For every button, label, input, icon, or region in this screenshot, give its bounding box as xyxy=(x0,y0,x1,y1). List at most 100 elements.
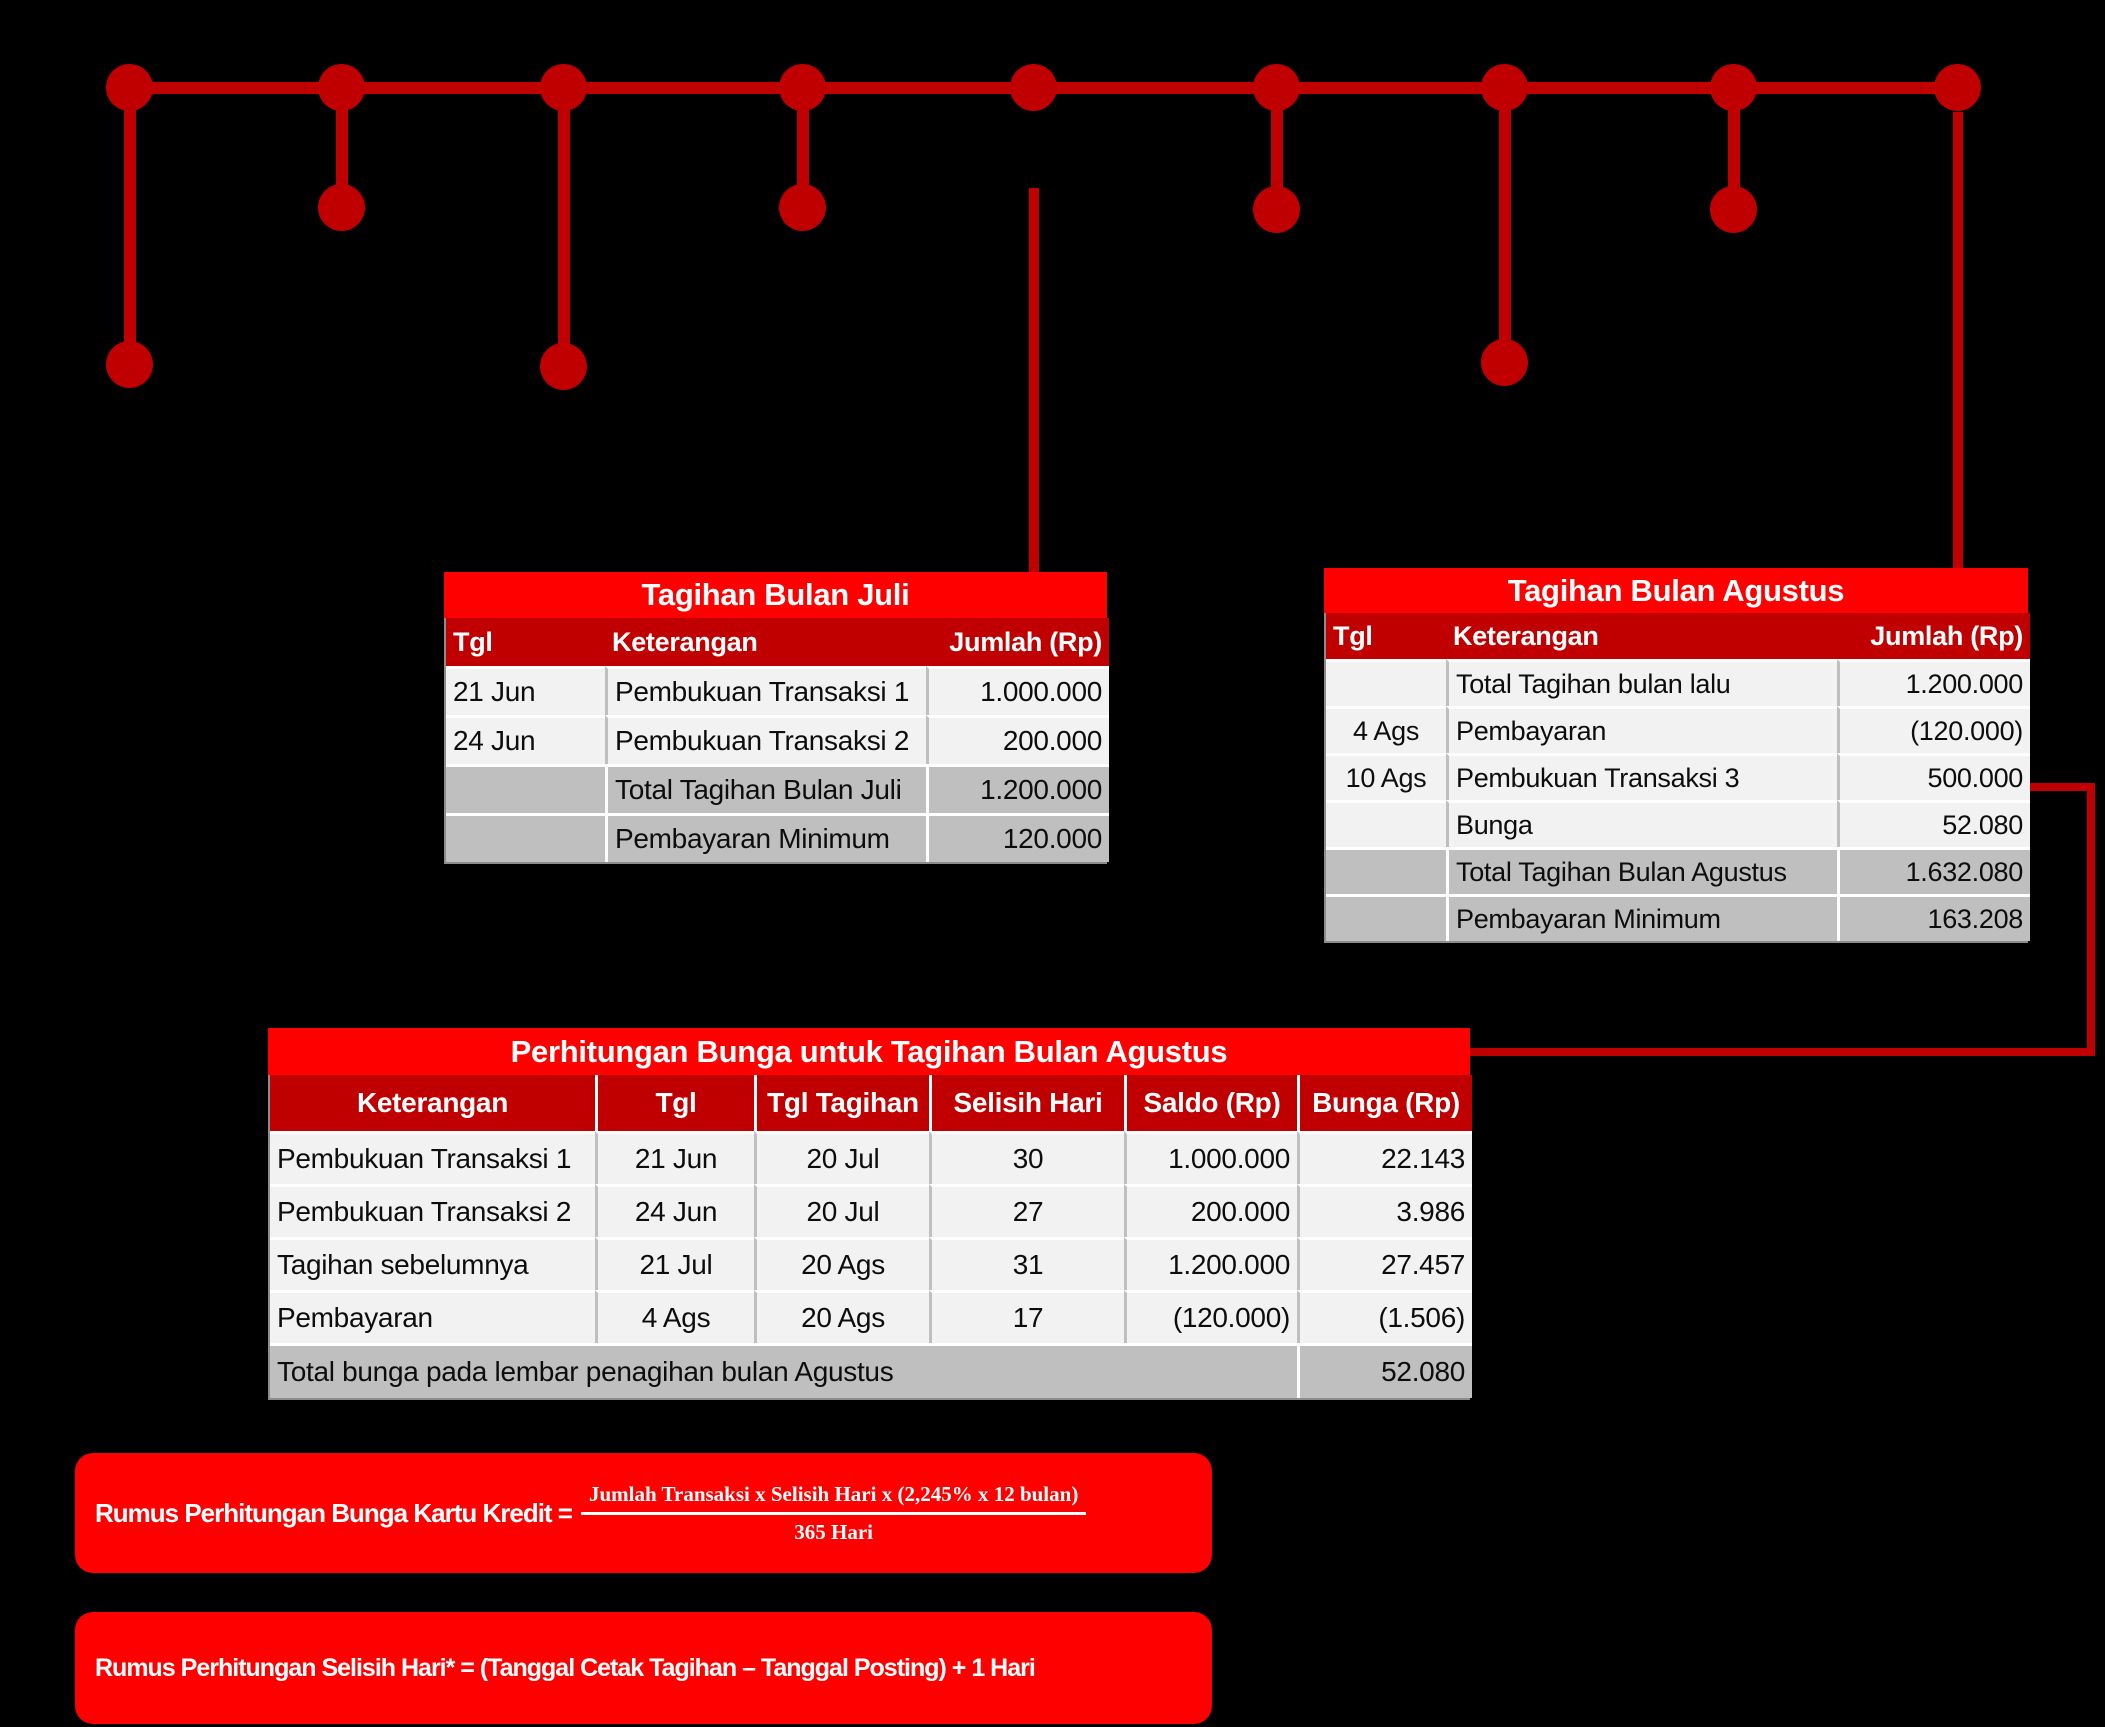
column-header: Tgl xyxy=(595,1075,754,1131)
timeline-stem-line xyxy=(336,88,348,208)
table-cell: 3.986 xyxy=(1297,1184,1472,1237)
timeline-stem-line xyxy=(124,88,136,365)
table-cell: Total Tagihan Bulan Juli xyxy=(605,764,926,813)
perhitungan-table-title: Perhitungan Bunga untuk Tagihan Bulan Ag… xyxy=(268,1028,1470,1075)
column-header: Tgl Tagihan xyxy=(754,1075,929,1131)
table-cell xyxy=(1326,847,1446,894)
table-cell: 20 Ags xyxy=(754,1237,929,1290)
table-cell: 21 Jun xyxy=(446,666,605,715)
timeline-drop-line xyxy=(1953,112,1963,570)
timeline-subnode-dot xyxy=(1253,186,1300,233)
column-header: Keterangan xyxy=(270,1075,595,1131)
timeline-subnode-dot xyxy=(106,341,153,388)
timeline-stem-line xyxy=(1728,88,1740,210)
table-cell: 1.632.080 xyxy=(1837,847,2030,894)
timeline-subnode-dot xyxy=(779,184,826,231)
table-cell: 27.457 xyxy=(1297,1237,1472,1290)
timeline-node-dot xyxy=(1010,64,1057,111)
connector-segment-horizontal xyxy=(2028,783,2095,791)
table-cell: (120.000) xyxy=(1837,706,2030,753)
table-cell: Pembukuan Transaksi 1 xyxy=(270,1131,595,1184)
timeline-stem-line xyxy=(558,88,570,367)
table-cell: 4 Ags xyxy=(595,1290,754,1343)
column-header: Jumlah (Rp) xyxy=(1837,613,2030,659)
table-cell xyxy=(1326,894,1446,941)
total-row-label: Total bunga pada lembar penagihan bulan … xyxy=(270,1343,1297,1398)
timeline-node-dot xyxy=(106,64,153,111)
table-cell: 20 Jul xyxy=(754,1184,929,1237)
table-cell: 27 xyxy=(929,1184,1124,1237)
column-header: Tgl xyxy=(1326,613,1446,659)
table-cell: 24 Jun xyxy=(446,715,605,764)
table-cell: 31 xyxy=(929,1237,1124,1290)
table-cell: Pembukuan Transaksi 1 xyxy=(605,666,926,715)
table-cell: Pembayaran Minimum xyxy=(1446,894,1837,941)
table-cell: 500.000 xyxy=(1837,753,2030,800)
timeline-node-dot xyxy=(1481,64,1528,111)
table-cell: 1.200.000 xyxy=(1837,659,2030,706)
table-cell xyxy=(1326,659,1446,706)
table-cell: 10 Ags xyxy=(1326,753,1446,800)
table-cell: 17 xyxy=(929,1290,1124,1343)
column-header: Bunga (Rp) xyxy=(1297,1075,1472,1131)
table-cell: Pembukuan Transaksi 3 xyxy=(1446,753,1837,800)
table-cell: Pembukuan Transaksi 2 xyxy=(270,1184,595,1237)
timeline-node-dot xyxy=(540,64,587,111)
column-header: Keterangan xyxy=(605,618,926,666)
table-cell: 1.000.000 xyxy=(1124,1131,1297,1184)
table-cell xyxy=(446,813,605,862)
connector-segment-vertical xyxy=(2087,783,2095,1056)
column-header: Keterangan xyxy=(1446,613,1837,659)
total-row-value: 52.080 xyxy=(1297,1343,1472,1398)
table-cell: 120.000 xyxy=(926,813,1109,862)
timeline-subnode-dot xyxy=(540,343,587,390)
interest-formula-fraction: Jumlah Transaksi x Selisih Hari x (2,245… xyxy=(581,1482,1087,1545)
table-cell: (1.506) xyxy=(1297,1290,1472,1343)
perhitungan-table: Perhitungan Bunga untuk Tagihan Bulan Ag… xyxy=(268,1028,1472,1400)
table-cell: 24 Jun xyxy=(595,1184,754,1237)
timeline-subnode-dot xyxy=(1710,186,1757,233)
table-cell: Total Tagihan Bulan Agustus xyxy=(1446,847,1837,894)
day-difference-formula-box: Rumus Perhitungan Selisih Hari* = (Tangg… xyxy=(75,1612,1212,1724)
table-cell: 20 Ags xyxy=(754,1290,929,1343)
interest-formula-denominator: 365 Hari xyxy=(794,1519,874,1544)
table-cell: 21 Jun xyxy=(595,1131,754,1184)
table-cell: 163.208 xyxy=(1837,894,2030,941)
column-header: Jumlah (Rp) xyxy=(926,618,1109,666)
table-cell: (120.000) xyxy=(1124,1290,1297,1343)
timeline-stem-line xyxy=(1271,88,1283,210)
table-cell: Pembayaran xyxy=(270,1290,595,1343)
table-cell: 200.000 xyxy=(1124,1184,1297,1237)
table-cell: 20 Jul xyxy=(754,1131,929,1184)
timeline-node-dot xyxy=(318,64,365,111)
timeline-node-dot xyxy=(1710,64,1757,111)
day-difference-formula-text: Rumus Perhitungan Selisih Hari* = (Tangg… xyxy=(95,1653,1036,1682)
table-cell xyxy=(1326,800,1446,847)
timeline-stem-line xyxy=(797,88,809,208)
column-header: Saldo (Rp) xyxy=(1124,1075,1297,1131)
timeline-node-dot xyxy=(1934,64,1981,111)
table-cell: 200.000 xyxy=(926,715,1109,764)
interest-formula-box: Rumus Perhitungan Bunga Kartu Kredit = J… xyxy=(75,1453,1212,1573)
table-cell: 4 Ags xyxy=(1326,706,1446,753)
table-cell xyxy=(446,764,605,813)
table-cell: 30 xyxy=(929,1131,1124,1184)
table-cell: 1.200.000 xyxy=(926,764,1109,813)
table-cell: Pembayaran xyxy=(1446,706,1837,753)
table-cell: 52.080 xyxy=(1837,800,2030,847)
table-cell: 1.200.000 xyxy=(1124,1237,1297,1290)
interest-formula-label: Rumus Perhitungan Bunga Kartu Kredit = xyxy=(95,1497,573,1528)
table-cell: 1.000.000 xyxy=(926,666,1109,715)
timeline-node-dot xyxy=(779,64,826,111)
table-cell: 22.143 xyxy=(1297,1131,1472,1184)
table-cell: 21 Jul xyxy=(595,1237,754,1290)
column-header: Tgl xyxy=(446,618,605,666)
agustus-table-title: Tagihan Bulan Agustus xyxy=(1324,568,2028,613)
connector-segment-horizontal xyxy=(1470,1048,2095,1056)
